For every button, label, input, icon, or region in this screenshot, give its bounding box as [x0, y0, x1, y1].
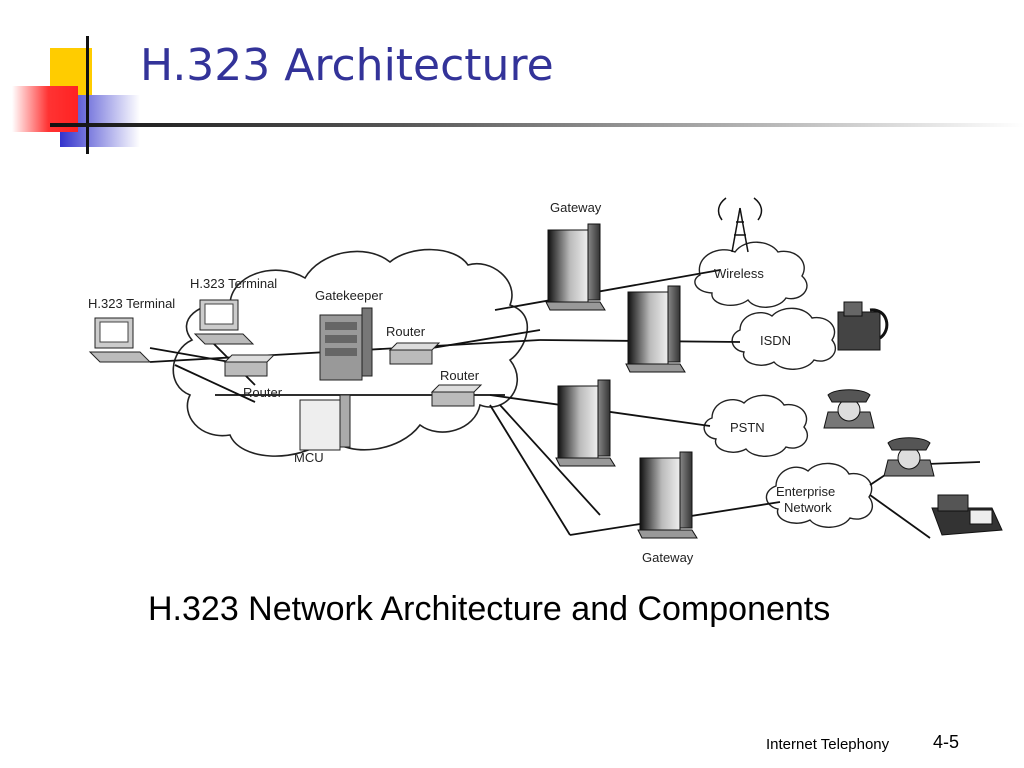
- label-gateway-top: Gateway: [550, 200, 602, 215]
- gatekeeper-server-icon: [319, 307, 373, 381]
- label-terminal-left: H.323 Terminal: [88, 296, 175, 311]
- label-router-mid: Router: [440, 368, 480, 383]
- network-architecture-diagram: H.323 Terminal H.323 Terminal Gatekeeper…: [88, 197, 1003, 565]
- h323-terminal-mid-icon: [193, 299, 255, 345]
- footer-title: Internet Telephony: [766, 736, 890, 753]
- label-enterprise-2: Network: [784, 500, 832, 515]
- slide-title: H.323 Architecture: [140, 40, 554, 91]
- isdn-telephone-icon: [837, 301, 889, 351]
- isdn-cloud: [731, 307, 837, 370]
- fax-icon: [931, 494, 1003, 536]
- label-terminal-mid: H.323 Terminal: [190, 276, 277, 291]
- enterprise-network-cloud: [765, 462, 874, 528]
- pstn-cloud: [703, 394, 809, 457]
- antenna-icon: [717, 197, 763, 253]
- label-gateway-bottom: Gateway: [642, 550, 694, 565]
- enterprise-telephone-icon: [883, 437, 935, 477]
- title-divider: [50, 123, 1024, 127]
- label-pstn: PSTN: [730, 420, 765, 435]
- mcu-server-icon: [299, 394, 351, 451]
- pstn-telephone-icon: [823, 389, 875, 429]
- label-enterprise-1: Enterprise: [776, 484, 835, 499]
- label-router-top: Router: [386, 324, 426, 339]
- label-router-left: Router: [243, 385, 283, 400]
- label-mcu: MCU: [294, 450, 324, 465]
- gateway-server-3-icon: [555, 379, 616, 467]
- wireless-cloud: [694, 241, 808, 308]
- gateway-server-4-icon: [637, 451, 698, 539]
- label-isdn: ISDN: [760, 333, 791, 348]
- router-left-icon: [223, 354, 276, 377]
- h323-terminal-left-icon: [88, 317, 152, 363]
- diagram-caption: H.323 Network Architecture and Component…: [148, 590, 831, 628]
- router-mid-icon: [430, 384, 483, 407]
- label-gatekeeper: Gatekeeper: [315, 288, 384, 303]
- gateway-server-2-icon: [625, 285, 686, 373]
- gateway-server-1-icon: [545, 223, 606, 311]
- page-number: 4-5: [933, 732, 960, 752]
- slide-logo: [12, 36, 140, 154]
- label-wireless: Wireless: [714, 266, 764, 281]
- router-top-icon: [388, 342, 441, 365]
